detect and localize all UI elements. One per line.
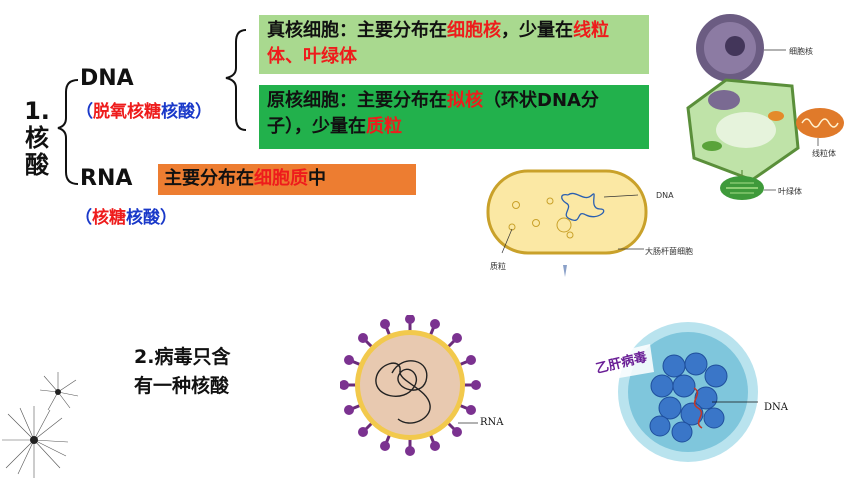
- rna-sub-blue: 核酸: [126, 208, 160, 228]
- eukaryote-box: 真核细胞：主要分布在细胞核，少量在线粒体、叶绿体: [259, 15, 649, 74]
- prok-red-1: 拟核: [447, 90, 483, 111]
- prok-text-1: 原核细胞：主要分布在: [267, 90, 447, 111]
- dna-sub-blue: 核酸: [161, 102, 195, 122]
- title-char-1: 核: [25, 124, 49, 152]
- plant-cell-illustration: [686, 14, 844, 200]
- chloroplast-label: 叶绿体: [778, 187, 802, 196]
- dna-virus-label: DNA: [764, 402, 788, 413]
- euk-text-1: 真核细胞：主要分布在: [267, 20, 447, 41]
- ecoli-label: 大肠杆菌细胞: [645, 247, 693, 256]
- rna-box-text-2: 中: [308, 168, 326, 189]
- plasmid-icon: [512, 201, 520, 209]
- dandelion-decoration: [2, 372, 79, 478]
- euk-red-1: 细胞核: [447, 20, 501, 41]
- paren-close: ）: [160, 208, 177, 228]
- paren-close: ）: [195, 102, 212, 122]
- section-title: 1. 核 酸: [22, 98, 52, 179]
- dna-coil-icon: [561, 192, 605, 221]
- prok-red-2: 质粒: [366, 116, 402, 137]
- euk-red-2: 线粒体、叶绿体: [267, 20, 609, 67]
- section-number: 1.: [24, 97, 50, 125]
- title-char-2: 酸: [25, 151, 49, 179]
- bacterium-illustration: [486, 169, 648, 277]
- bacteria-dna-label: DNA: [656, 191, 674, 200]
- dna-virus-illustration: [592, 322, 758, 462]
- rna-virus-illustration: [340, 315, 481, 456]
- dna-sub-red: 脱氧核糖: [93, 102, 161, 122]
- rna-location-box: 主要分布在细胞质中: [158, 164, 416, 195]
- virus-note: 2.病毒只含 有一种核酸: [134, 343, 230, 401]
- rna-sub-red: 核糖: [92, 208, 126, 228]
- dna-subtitle: （脱氧核糖核酸）: [76, 97, 212, 122]
- rna-label: RNA: [80, 166, 133, 191]
- nucleus-label: 细胞核: [789, 47, 813, 56]
- rna-virus-label: RNA: [480, 417, 504, 428]
- dna-strand-icon: [693, 387, 703, 429]
- mitochondrion-label: 线粒体: [812, 149, 836, 158]
- rna-strand-icon: [375, 360, 431, 424]
- plasmid-label: 质粒: [490, 262, 506, 271]
- prok-text-2: （环状DNA分子），少量在: [267, 90, 599, 137]
- rna-box-red: 细胞质: [254, 168, 308, 189]
- euk-text-2: ，少量在: [501, 20, 573, 41]
- rna-box-text-1: 主要分布在: [164, 168, 254, 189]
- prokaryote-box: 原核细胞：主要分布在拟核（环状DNA分子），少量在质粒: [259, 85, 649, 149]
- virus-note-line-2: 有一种核酸: [134, 375, 230, 397]
- paren-open: （: [75, 208, 92, 228]
- dna-label: DNA: [80, 66, 134, 91]
- paren-open: （: [76, 102, 93, 122]
- virus-note-line-1: 2.病毒只含: [134, 346, 231, 368]
- right-brace: [225, 29, 247, 131]
- dandelion-head-icon: [55, 389, 61, 395]
- left-brace: [57, 79, 79, 185]
- rna-subtitle: （核糖核酸）: [75, 203, 177, 228]
